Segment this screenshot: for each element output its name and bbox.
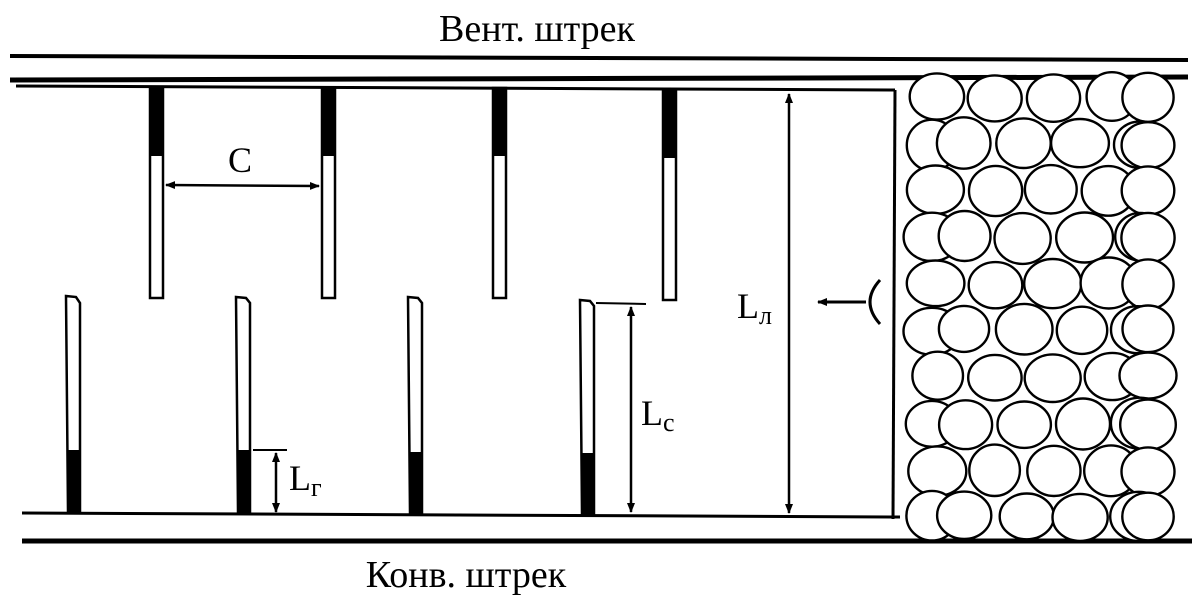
- rubble-stone: [1121, 258, 1175, 311]
- rubble-stone: [1121, 491, 1175, 542]
- rubble-stone: [1025, 73, 1082, 123]
- rubble-stone: [935, 490, 993, 541]
- lower-blasthole: [578, 298, 596, 516]
- rubble-stone: [1051, 492, 1109, 543]
- rubble-stone: [908, 72, 966, 121]
- rubble-stone: [905, 259, 966, 308]
- rubble-stone: [907, 445, 968, 497]
- hole-length-dimension: Lс: [595, 302, 690, 513]
- conveyor-drift-label: Конв. штрек: [366, 554, 567, 596]
- rubble-stone: [935, 116, 992, 170]
- ventilation-drift-label: Вент. штрек: [439, 8, 635, 50]
- spacing-label: C: [228, 140, 252, 180]
- rubble-stone: [1022, 257, 1083, 310]
- rubble-stone: [993, 211, 1052, 266]
- rubble-stone: [1120, 165, 1176, 216]
- rubble-stone: [1120, 120, 1176, 170]
- lower-blasthole: [64, 294, 82, 514]
- face-length-label: Lл: [737, 286, 772, 330]
- conveyor-drift: [21, 511, 1192, 544]
- rubble-stone: [1023, 163, 1078, 215]
- rubble-stone: [1023, 353, 1082, 404]
- spacing-dimension: C: [165, 140, 320, 190]
- upper-blasthole: [491, 86, 508, 300]
- upper-blasthole: [320, 86, 337, 300]
- face-length-dimension: Lл: [736, 93, 793, 514]
- rubble-stone: [1118, 351, 1178, 400]
- rubble-stone: [968, 443, 1022, 498]
- rubble-stone: [1049, 117, 1111, 169]
- rubble-stone: [998, 492, 1056, 541]
- rubble-stone: [1121, 71, 1175, 124]
- goaf-rubble: [902, 70, 1178, 543]
- rubble-stone: [1120, 446, 1176, 497]
- face-boundary: [15, 84, 897, 520]
- rubble-stone: [967, 260, 1024, 310]
- rubble-stone: [905, 164, 966, 216]
- rubble-stone: [937, 209, 992, 263]
- rubble-stone: [1121, 304, 1175, 354]
- charge-length-label: Lг: [289, 458, 322, 502]
- rubble-stone: [937, 399, 994, 451]
- rubble-stone: [937, 304, 991, 354]
- rubble-stone: [1120, 211, 1176, 264]
- rubble-stone: [966, 74, 1023, 123]
- rubble-stone: [911, 350, 965, 401]
- rubble-stone: [995, 117, 1052, 170]
- rubble-stone: [967, 164, 1024, 218]
- lower-blastholes: [64, 294, 596, 516]
- ventilation-drift: [9, 54, 1189, 83]
- rubble-stone: [994, 302, 1054, 356]
- upper-blasthole: [661, 88, 678, 302]
- charge-length-dimension: Lг: [253, 449, 322, 513]
- rubble-stone: [1118, 398, 1177, 452]
- rubble-stone: [967, 353, 1023, 402]
- upper-blasthole: [148, 86, 165, 300]
- hole-length-label: Lс: [641, 393, 675, 437]
- rubble-stone: [996, 400, 1053, 450]
- lower-blasthole: [406, 295, 424, 515]
- lower-blasthole: [234, 295, 252, 514]
- upper-blastholes: [148, 86, 678, 302]
- rubble-stone: [1055, 305, 1109, 356]
- rubble-stone: [1026, 444, 1082, 498]
- advance-direction-arrow-icon: [817, 278, 882, 326]
- rubble-stone: [1054, 211, 1115, 264]
- rubble-stone: [1054, 397, 1112, 451]
